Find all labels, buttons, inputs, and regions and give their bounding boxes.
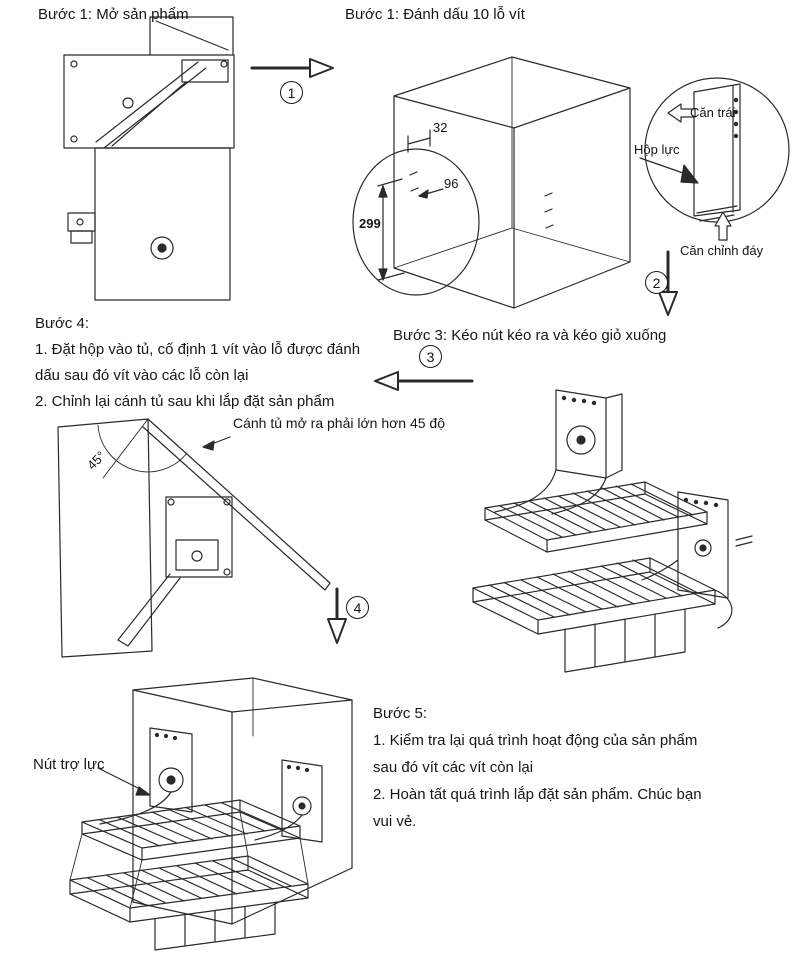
step4-line-1: 1. Đặt hộp vào tủ, cố định 1 vít vào lỗ … [35,341,361,358]
step5-title: Bước 5: [373,705,428,722]
step-number-4: 4 [346,596,369,619]
step-number-1: 1 [280,81,303,104]
drawing-cabinet-marking [352,56,631,309]
step5-line-4: vui vẻ. [373,813,417,830]
force-box-label: Hộp lực [634,142,680,157]
step5-instructions: Bước 5: 1. Kiểm tra lại quá trình hoạt đ… [373,700,702,835]
drawing-door-angle [57,418,331,658]
drawing-cabinet-installed [69,677,353,951]
assist-knob-label: Nút trợ lực [33,756,105,773]
arrow-2 [658,250,678,316]
step1-right-title: Bước 1: Đánh dấu 10 lỗ vít [345,6,525,23]
step4-instructions: Bước 4: 1. Đặt hộp vào tủ, cố định 1 vít… [35,311,360,415]
drawing-magnified-detail [639,77,790,241]
step3-title: Bước 3: Kéo nút kéo ra và kéo giỏ xuống [393,327,667,344]
step5-line-2: sau đó vít các vít còn lại [373,759,534,776]
dimension-299: 299 [359,216,381,231]
step1-left-title: Bước 1: Mở sản phẩm [38,6,189,23]
arrow-3 [374,371,474,391]
step5-line-3: 2. Hoàn tất quá trình lắp đặt sản phẩm. … [373,786,702,803]
step4-line-2: dấu sau đó vít vào các lỗ còn lại [35,367,249,384]
step-number-3: 3 [419,345,442,368]
arrow-1 [250,58,334,78]
door-open-note: Cánh tủ mở ra phải lớn hơn 45 độ [233,415,445,431]
drawing-step1-product [63,16,235,301]
step5-line-1: 1. Kiểm tra lại quá trình hoạt động của … [373,732,698,749]
align-left-label: Căn trái [690,105,736,120]
dimension-32: 32 [433,120,448,135]
drawing-basket-unit [472,389,753,673]
align-bottom-label: Căn chỉnh đáy [680,243,764,258]
dimension-96: 96 [444,176,459,191]
step-number-2: 2 [645,271,668,294]
arrow-4 [327,587,347,644]
step4-line-3: 2. Chỉnh lại cánh tủ sau khi lắp đặt sản… [35,393,335,410]
step4-title: Bước 4: [35,315,90,332]
